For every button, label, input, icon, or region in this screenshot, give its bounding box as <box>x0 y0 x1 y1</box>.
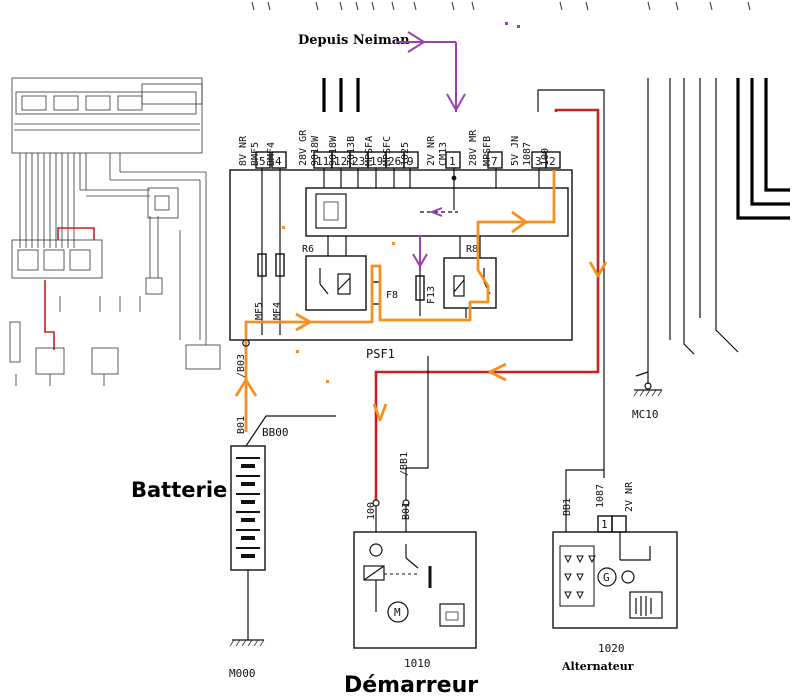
pin-7-sub: MPSFB <box>482 136 493 166</box>
pin-19-sub: MPSFA <box>364 136 375 166</box>
demarreur-annotation: Démarreur <box>344 673 478 696</box>
fuse-mf5-label: MF5 <box>254 302 265 320</box>
ground-mc10-icon <box>633 371 663 397</box>
module-chip-icon <box>315 193 347 229</box>
batterie-annotation: Batterie <box>131 478 227 502</box>
thumbnail-schematic <box>9 77 221 386</box>
pin-1-label: 2V NR <box>426 135 437 166</box>
pin-9-num: 9 <box>407 155 414 168</box>
fuses-mf: MF5 MF4 <box>254 168 285 335</box>
pin-11-label: 28V GR <box>298 129 309 166</box>
top-wires <box>322 78 605 500</box>
alt-2v-nr-label: 2V NR <box>624 481 635 512</box>
fuse-f13-label: F13 <box>426 286 437 304</box>
neiman-arrow <box>396 31 466 113</box>
right-wires <box>647 78 790 384</box>
relay-r6: R6 <box>302 236 367 311</box>
starter-id-label: 1010 <box>404 657 431 670</box>
pin-11-num: 11 <box>316 155 329 168</box>
fuse-f8-label: F8 <box>386 290 398 301</box>
alternator-id-label: 1020 <box>598 642 625 655</box>
pin-7-num: 7 <box>491 155 498 168</box>
wire-100-starter-label: 100 <box>366 502 377 520</box>
ground-m000-label: M000 <box>229 667 256 680</box>
pin-12-num: 12 <box>334 155 347 168</box>
ground-m000-icon <box>229 639 265 647</box>
alternateur-annotation: Alternateur <box>561 660 634 673</box>
pin-11-sub: 9018W <box>310 135 321 166</box>
wire-1087-alt-label: 1087 <box>595 484 606 508</box>
pin-9-sub: 1025 <box>400 142 411 166</box>
wire-bb00-label: BB00 <box>262 426 289 439</box>
pin-23-sub: Z013B <box>346 136 357 166</box>
pin-3-num: 3 <box>535 155 542 168</box>
fuse-f8: F8 <box>371 281 398 305</box>
relay-r8-label: R8 <box>466 244 478 255</box>
fuse-mf4-label: MF4 <box>272 302 283 320</box>
pin-23-num: 23 <box>352 155 365 168</box>
pin-19-num: 19 <box>370 155 383 168</box>
alt-pin-1: 1 <box>601 518 608 531</box>
motor-m-label: M <box>394 606 401 619</box>
pin-26-num: 26 <box>388 155 401 168</box>
pin-1-num: 1 <box>449 155 456 168</box>
wire-bb1-starter-label: /BB1 <box>399 452 410 476</box>
depuis-neiman-annotation: Depuis Neiman <box>298 33 410 48</box>
svg-text:G: G <box>603 571 610 584</box>
psf-module <box>305 187 569 237</box>
relay-r6-label: R6 <box>302 244 314 255</box>
purple-path <box>412 207 443 272</box>
psf1-box <box>229 169 573 341</box>
pin-3-label: 5V JN <box>510 136 521 166</box>
top-tick-marks <box>251 1 751 11</box>
pin-3-sub: 1087 <box>522 142 533 166</box>
wire-b03-label: /B03 <box>236 354 247 378</box>
purple-dots <box>505 22 520 28</box>
alternator: G <box>552 531 678 629</box>
starter: M <box>353 506 477 649</box>
pin-5-label: 8V NR <box>238 135 249 166</box>
pin-2-num: 2 <box>549 155 556 168</box>
psf1-label: PSF1 <box>366 347 395 361</box>
orange-dots <box>282 226 395 383</box>
alt-bb1-wire <box>565 469 604 532</box>
ground-mc10-label: MC10 <box>632 408 659 421</box>
battery <box>230 445 266 640</box>
wire-bb1-alt-label: BB1 <box>562 498 573 516</box>
connector-pins: 5 4 11 12 23 19 26 9 1 7 3 2 <box>255 151 561 169</box>
pin-4-num: 4 <box>275 155 282 168</box>
orange-current-path <box>234 170 608 432</box>
pin-1-sub: CM13 <box>438 142 449 166</box>
pin-5-num: 5 <box>259 155 266 168</box>
pin-12-sub: 9018W <box>328 135 339 166</box>
wire-b01-left-label: B01 <box>236 416 247 434</box>
pin-7-label: 28V MR <box>468 129 479 166</box>
starter-wires <box>405 356 429 500</box>
pin-26-sub: MPSFC <box>382 136 393 166</box>
